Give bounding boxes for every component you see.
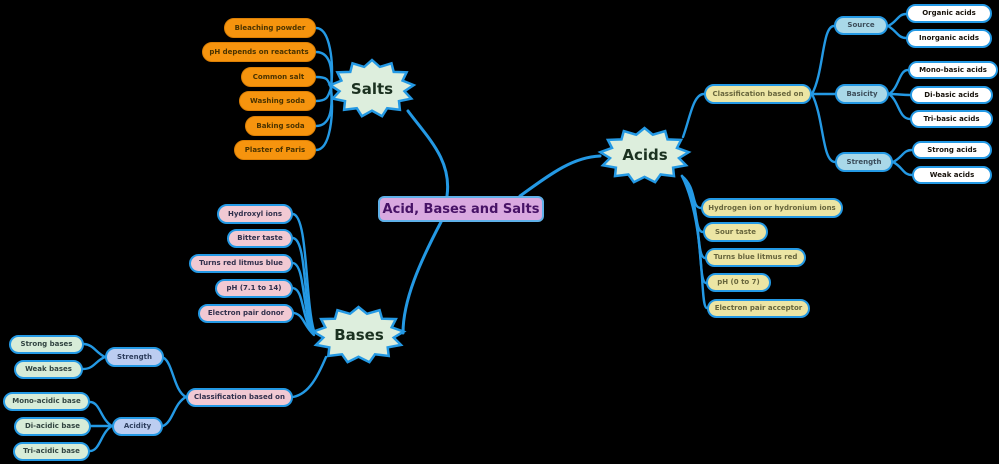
acids-prop-sour-taste[interactable]: Sour taste: [703, 222, 768, 242]
salts-item-plaster-of-paris[interactable]: Plaster of Paris: [234, 140, 316, 160]
acids-topic-label[interactable]: Acids: [622, 146, 668, 164]
salts-item-common-salt[interactable]: Common salt: [241, 67, 316, 87]
bases-prop-bitter-taste[interactable]: Bitter taste: [227, 229, 293, 248]
acids-strength-node[interactable]: Strength: [835, 152, 893, 172]
salts-item-bleaching-powder[interactable]: Bleaching powder: [224, 18, 316, 38]
bases-leaf-weak-bases[interactable]: Weak bases: [14, 360, 83, 379]
bases-prop-electron-pair-donor[interactable]: Electron pair donor: [198, 304, 294, 323]
acids-prop-hydrogen-ion[interactable]: Hydrogen ion or hydronium ions: [701, 198, 843, 218]
acids-source-node[interactable]: Source: [834, 16, 888, 35]
acids-prop-ph-0-to-7[interactable]: pH (0 to 7): [706, 273, 771, 292]
salts-branch-curves: [314, 26, 334, 152]
acids-leaf-weak-acids[interactable]: Weak acids: [912, 166, 992, 184]
acids-basicity-node[interactable]: Basicity: [835, 84, 889, 104]
acids-classification-curves: [681, 12, 914, 177]
salts-item-washing-soda[interactable]: Washing soda: [239, 91, 316, 111]
acids-starburst-shape[interactable]: [597, 126, 692, 184]
bases-classification-curves: [81, 342, 328, 453]
bases-property-curves: [291, 212, 316, 337]
central-topic-node[interactable]: Acid, Bases and Salts: [378, 196, 544, 222]
bases-leaf-tri-acidic-base[interactable]: Tri-acidic base: [13, 442, 90, 461]
bases-prop-hydroxyl-ions[interactable]: Hydroxyl ions: [217, 204, 293, 224]
bases-classification-node[interactable]: Classification based on: [186, 388, 293, 407]
bases-leaf-strong-bases[interactable]: Strong bases: [9, 335, 84, 354]
bases-topic-label[interactable]: Bases: [334, 326, 384, 344]
bases-leaf-di-acidic-base[interactable]: Di-acidic base: [14, 417, 91, 436]
bases-strength-node[interactable]: Strength: [105, 347, 164, 367]
salts-starburst-shape[interactable]: [327, 58, 417, 118]
bases-starburst-shape[interactable]: [310, 305, 407, 364]
acids-classification-node[interactable]: Classification based on: [704, 84, 812, 104]
acids-leaf-strong-acids[interactable]: Strong acids: [912, 141, 992, 159]
acids-leaf-inorganic-acids[interactable]: Inorganic acids: [906, 29, 992, 48]
bases-leaf-mono-acidic-base[interactable]: Mono-acidic base: [3, 392, 90, 411]
acids-leaf-tri-basic-acids[interactable]: Tri-basic acids: [910, 110, 993, 128]
salts-item-ph-depends-on-reactants[interactable]: pH depends on reactants: [202, 42, 316, 62]
bases-prop-turns-red-litmus-blue[interactable]: Turns red litmus blue: [189, 254, 293, 273]
acids-prop-turns-blue-litmus-red[interactable]: Turns blue litmus red: [705, 248, 806, 267]
bases-prop-ph-7-1-to-14[interactable]: pH (7.1 to 14): [215, 279, 293, 298]
bases-acidity-node[interactable]: Acidity: [112, 417, 163, 436]
acids-leaf-organic-acids[interactable]: Organic acids: [906, 4, 992, 23]
acids-leaf-mono-basic-acids[interactable]: Mono-basic acids: [908, 61, 998, 79]
salts-topic-label[interactable]: Salts: [350, 80, 394, 98]
salts-item-baking-soda[interactable]: Baking soda: [245, 116, 316, 136]
acids-leaf-di-basic-acids[interactable]: Di-basic acids: [910, 86, 993, 104]
topic-shapes: [310, 58, 692, 364]
main-branch-curves: [401, 109, 602, 335]
acids-prop-electron-pair-acceptor[interactable]: Electron pair acceptor: [707, 299, 810, 318]
acids-property-curves: [680, 174, 709, 310]
